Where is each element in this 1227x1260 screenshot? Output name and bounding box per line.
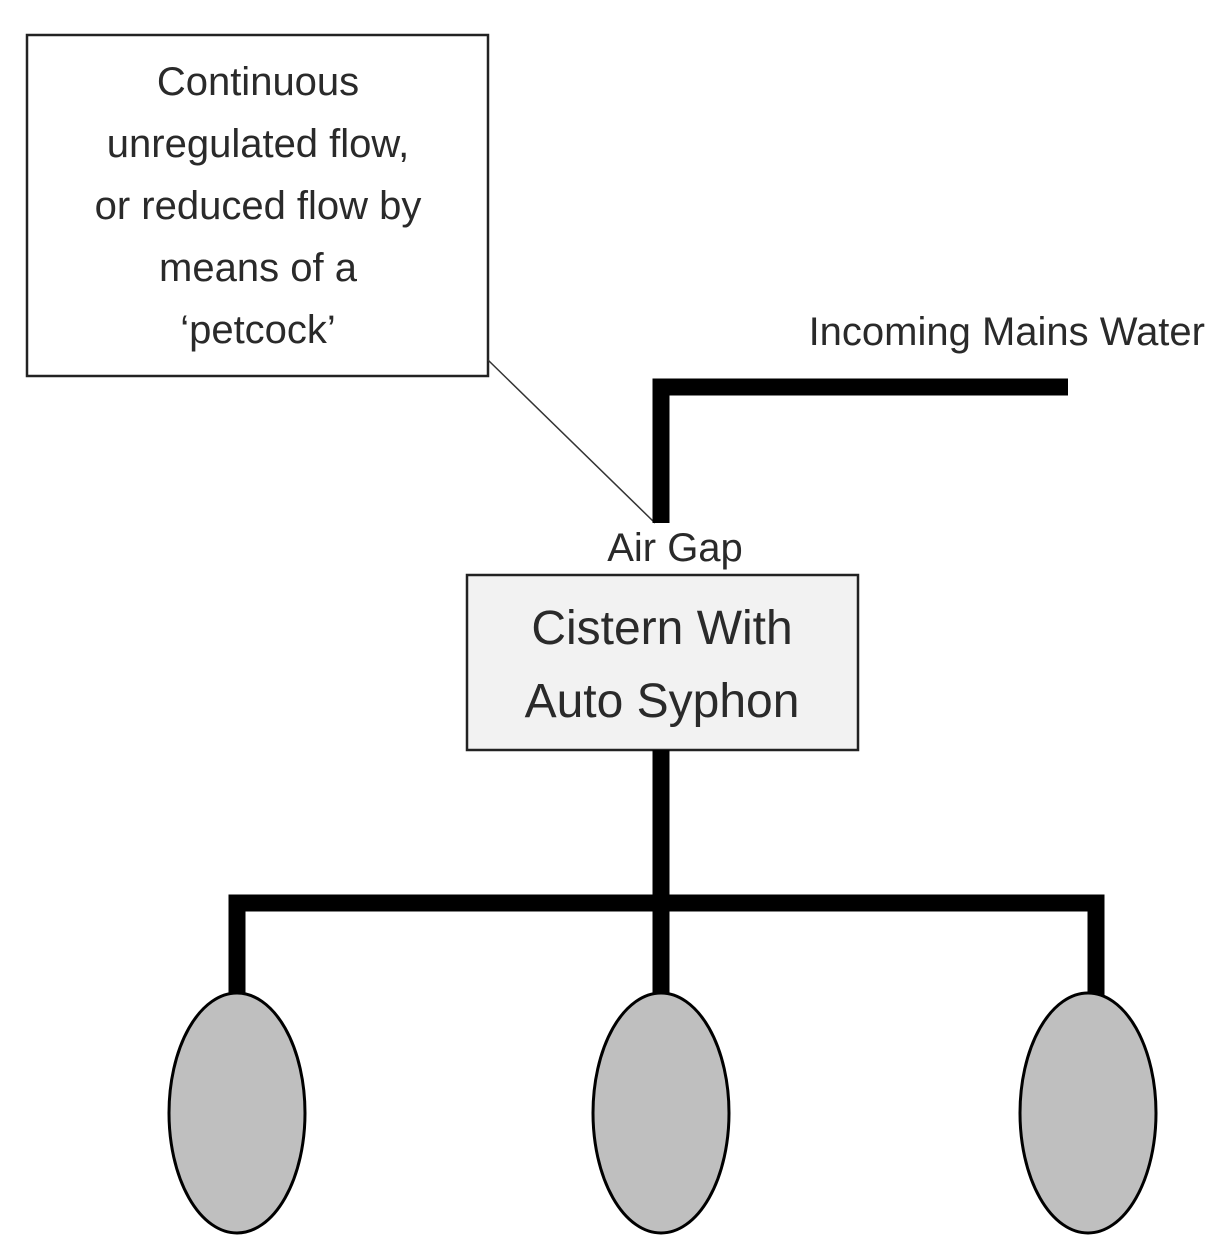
callout-line-1: Continuous <box>157 60 359 104</box>
callout-line-2: unregulated flow, <box>107 122 409 166</box>
outlets <box>167 991 1158 1235</box>
outlet-right <box>1018 991 1158 1235</box>
callout-frame <box>25 33 490 378</box>
callout-leader-line <box>487 359 656 524</box>
callout-line-5: ‘petcock’ <box>180 308 336 352</box>
callout-line-4: means of a <box>159 246 358 290</box>
cistern: Cistern With Auto Syphon <box>465 573 860 752</box>
incoming-mains-label: Incoming Mains Water <box>809 310 1205 354</box>
callout-line-3: or reduced flow by <box>95 184 422 228</box>
cistern-box <box>465 573 860 752</box>
air-gap-label: Air Gap <box>607 526 743 570</box>
cistern-line-2: Auto Syphon <box>525 675 800 728</box>
outlet-pipes <box>228 750 1105 995</box>
outlet-center <box>591 991 731 1235</box>
outlet-left <box>167 991 307 1235</box>
cistern-line-1: Cistern With <box>531 602 792 655</box>
incoming-pipe <box>652 378 1068 523</box>
branch-pipe <box>228 894 1105 995</box>
callout-box: Continuous unregulated flow, or reduced … <box>25 33 490 378</box>
